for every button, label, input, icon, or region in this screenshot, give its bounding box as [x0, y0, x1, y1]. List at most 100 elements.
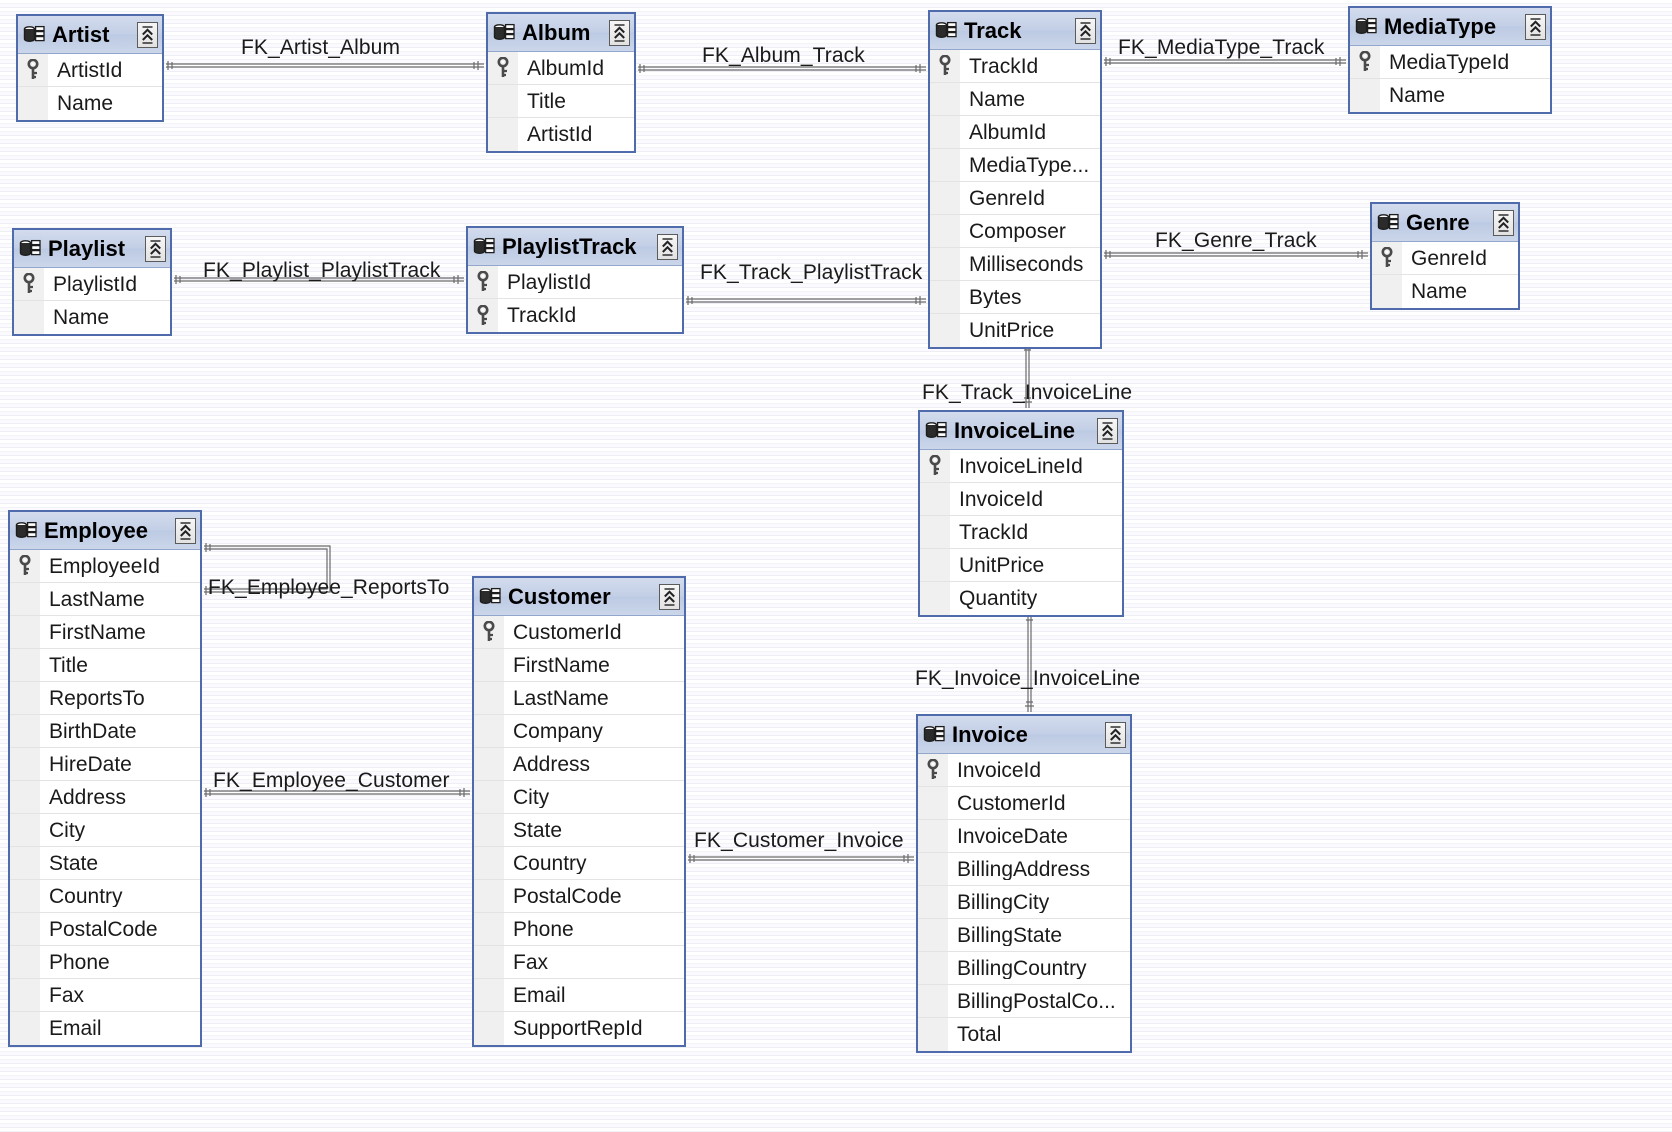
table-row[interactable]: HireDate: [10, 748, 200, 781]
table-row[interactable]: SupportRepId: [474, 1012, 684, 1045]
table-row[interactable]: Name: [1372, 275, 1518, 308]
table-header-genre[interactable]: Genre: [1372, 204, 1518, 242]
table-row[interactable]: AlbumId: [930, 116, 1100, 149]
table-row[interactable]: AlbumId: [488, 52, 634, 85]
table-row[interactable]: Bytes: [930, 281, 1100, 314]
chevron-double-up-icon[interactable]: [1493, 209, 1514, 236]
table-header-playlisttrack[interactable]: PlaylistTrack: [468, 228, 682, 266]
relationship-label-fk-customer-invoice[interactable]: FK_Customer_Invoice: [694, 829, 904, 852]
table-row[interactable]: BillingCountry: [918, 952, 1130, 985]
chevron-double-up-icon[interactable]: [175, 517, 196, 544]
relationship-label-fk-track-playlisttrack[interactable]: FK_Track_PlaylistTrack: [700, 261, 923, 284]
table-row[interactable]: Total: [918, 1018, 1130, 1051]
table-row[interactable]: PostalCode: [474, 880, 684, 913]
table-row[interactable]: Name: [1350, 79, 1550, 112]
relationship-label-fk-mediatype-track[interactable]: FK_MediaType_Track: [1118, 36, 1325, 59]
table-header-invoiceline[interactable]: InvoiceLine: [920, 412, 1122, 450]
table-row[interactable]: Address: [10, 781, 200, 814]
relationship-label-fk-genre-track[interactable]: FK_Genre_Track: [1155, 229, 1317, 252]
table-row[interactable]: LastName: [10, 583, 200, 616]
table-row[interactable]: FirstName: [10, 616, 200, 649]
table-row[interactable]: GenreId: [930, 182, 1100, 215]
table-row[interactable]: ArtistId: [18, 54, 162, 87]
table-row[interactable]: Name: [18, 87, 162, 120]
table-row[interactable]: MediaType...: [930, 149, 1100, 182]
relationship-label-fk-track-invoiceline[interactable]: FK_Track_InvoiceLine: [922, 381, 1133, 404]
table-row[interactable]: InvoiceId: [918, 754, 1130, 787]
table-row[interactable]: UnitPrice: [920, 549, 1122, 582]
table-row[interactable]: PlaylistId: [14, 268, 170, 301]
relationship-label-fk-album-track[interactable]: FK_Album_Track: [702, 44, 865, 67]
chevron-double-up-icon[interactable]: [609, 19, 630, 46]
table-row[interactable]: BillingCity: [918, 886, 1130, 919]
table-row[interactable]: InvoiceLineId: [920, 450, 1122, 483]
table-header-employee[interactable]: Employee: [10, 512, 200, 550]
table-row[interactable]: Fax: [10, 979, 200, 1012]
table-row[interactable]: UnitPrice: [930, 314, 1100, 347]
table-row[interactable]: Composer: [930, 215, 1100, 248]
table-row[interactable]: Name: [930, 83, 1100, 116]
table-row[interactable]: CustomerId: [474, 616, 684, 649]
chevron-double-up-icon[interactable]: [657, 233, 678, 260]
table-row[interactable]: ReportsTo: [10, 682, 200, 715]
table-row[interactable]: InvoiceId: [920, 483, 1122, 516]
table-row[interactable]: EmployeeId: [10, 550, 200, 583]
table-row[interactable]: MediaTypeId: [1350, 46, 1550, 79]
table-row[interactable]: City: [474, 781, 684, 814]
table-row[interactable]: Quantity: [920, 582, 1122, 615]
table-row[interactable]: Milliseconds: [930, 248, 1100, 281]
table-row[interactable]: TrackId: [468, 299, 682, 332]
table-row[interactable]: Country: [474, 847, 684, 880]
table-header-playlist[interactable]: Playlist: [14, 230, 170, 268]
relationship-label-fk-invoice-invoiceline[interactable]: FK_Invoice_InvoiceLine: [915, 667, 1141, 690]
table-row[interactable]: Address: [474, 748, 684, 781]
table-row[interactable]: LastName: [474, 682, 684, 715]
chevron-double-up-icon[interactable]: [1075, 17, 1096, 44]
table-row[interactable]: CustomerId: [918, 787, 1130, 820]
table-header-album[interactable]: Album: [488, 14, 634, 52]
table-row[interactable]: BillingAddress: [918, 853, 1130, 886]
table-row[interactable]: TrackId: [930, 50, 1100, 83]
chevron-double-up-icon[interactable]: [1097, 417, 1118, 444]
table-row[interactable]: BillingPostalCo...: [918, 985, 1130, 1018]
table-header-mediatype[interactable]: MediaType: [1350, 8, 1550, 46]
chevron-double-up-icon[interactable]: [137, 21, 158, 48]
table-header-customer[interactable]: Customer: [474, 578, 684, 616]
table-row[interactable]: Fax: [474, 946, 684, 979]
table-row[interactable]: TrackId: [920, 516, 1122, 549]
relationship-label-fk-employee-reportsto[interactable]: FK_Employee_ReportsTo: [208, 576, 450, 599]
table-row[interactable]: Phone: [474, 913, 684, 946]
table-row[interactable]: State: [474, 814, 684, 847]
chevron-double-up-icon[interactable]: [1525, 13, 1546, 40]
relationship-label-fk-playlist-playlisttrack[interactable]: FK_Playlist_PlaylistTrack: [203, 259, 441, 282]
table-row[interactable]: City: [10, 814, 200, 847]
table-header-invoice[interactable]: Invoice: [918, 716, 1130, 754]
table-row[interactable]: Title: [10, 649, 200, 682]
chevron-double-up-icon[interactable]: [1105, 721, 1126, 748]
chevron-double-up-icon[interactable]: [145, 235, 166, 262]
table-row[interactable]: BirthDate: [10, 715, 200, 748]
table-row[interactable]: GenreId: [1372, 242, 1518, 275]
relationship-label-fk-artist-album[interactable]: FK_Artist_Album: [241, 36, 401, 59]
table-header-track[interactable]: Track: [930, 12, 1100, 50]
table-header-artist[interactable]: Artist: [18, 16, 162, 54]
table-row[interactable]: FirstName: [474, 649, 684, 682]
chevron-double-up-icon[interactable]: [659, 583, 680, 610]
table-row[interactable]: InvoiceDate: [918, 820, 1130, 853]
table-row[interactable]: Title: [488, 85, 634, 118]
table-row[interactable]: Company: [474, 715, 684, 748]
relationship-label-fk-employee-customer[interactable]: FK_Employee_Customer: [213, 769, 450, 792]
table-row[interactable]: Phone: [10, 946, 200, 979]
table-row[interactable]: ArtistId: [488, 118, 634, 151]
table-row[interactable]: Email: [474, 979, 684, 1012]
table-row[interactable]: Name: [14, 301, 170, 334]
table-row[interactable]: Country: [10, 880, 200, 913]
